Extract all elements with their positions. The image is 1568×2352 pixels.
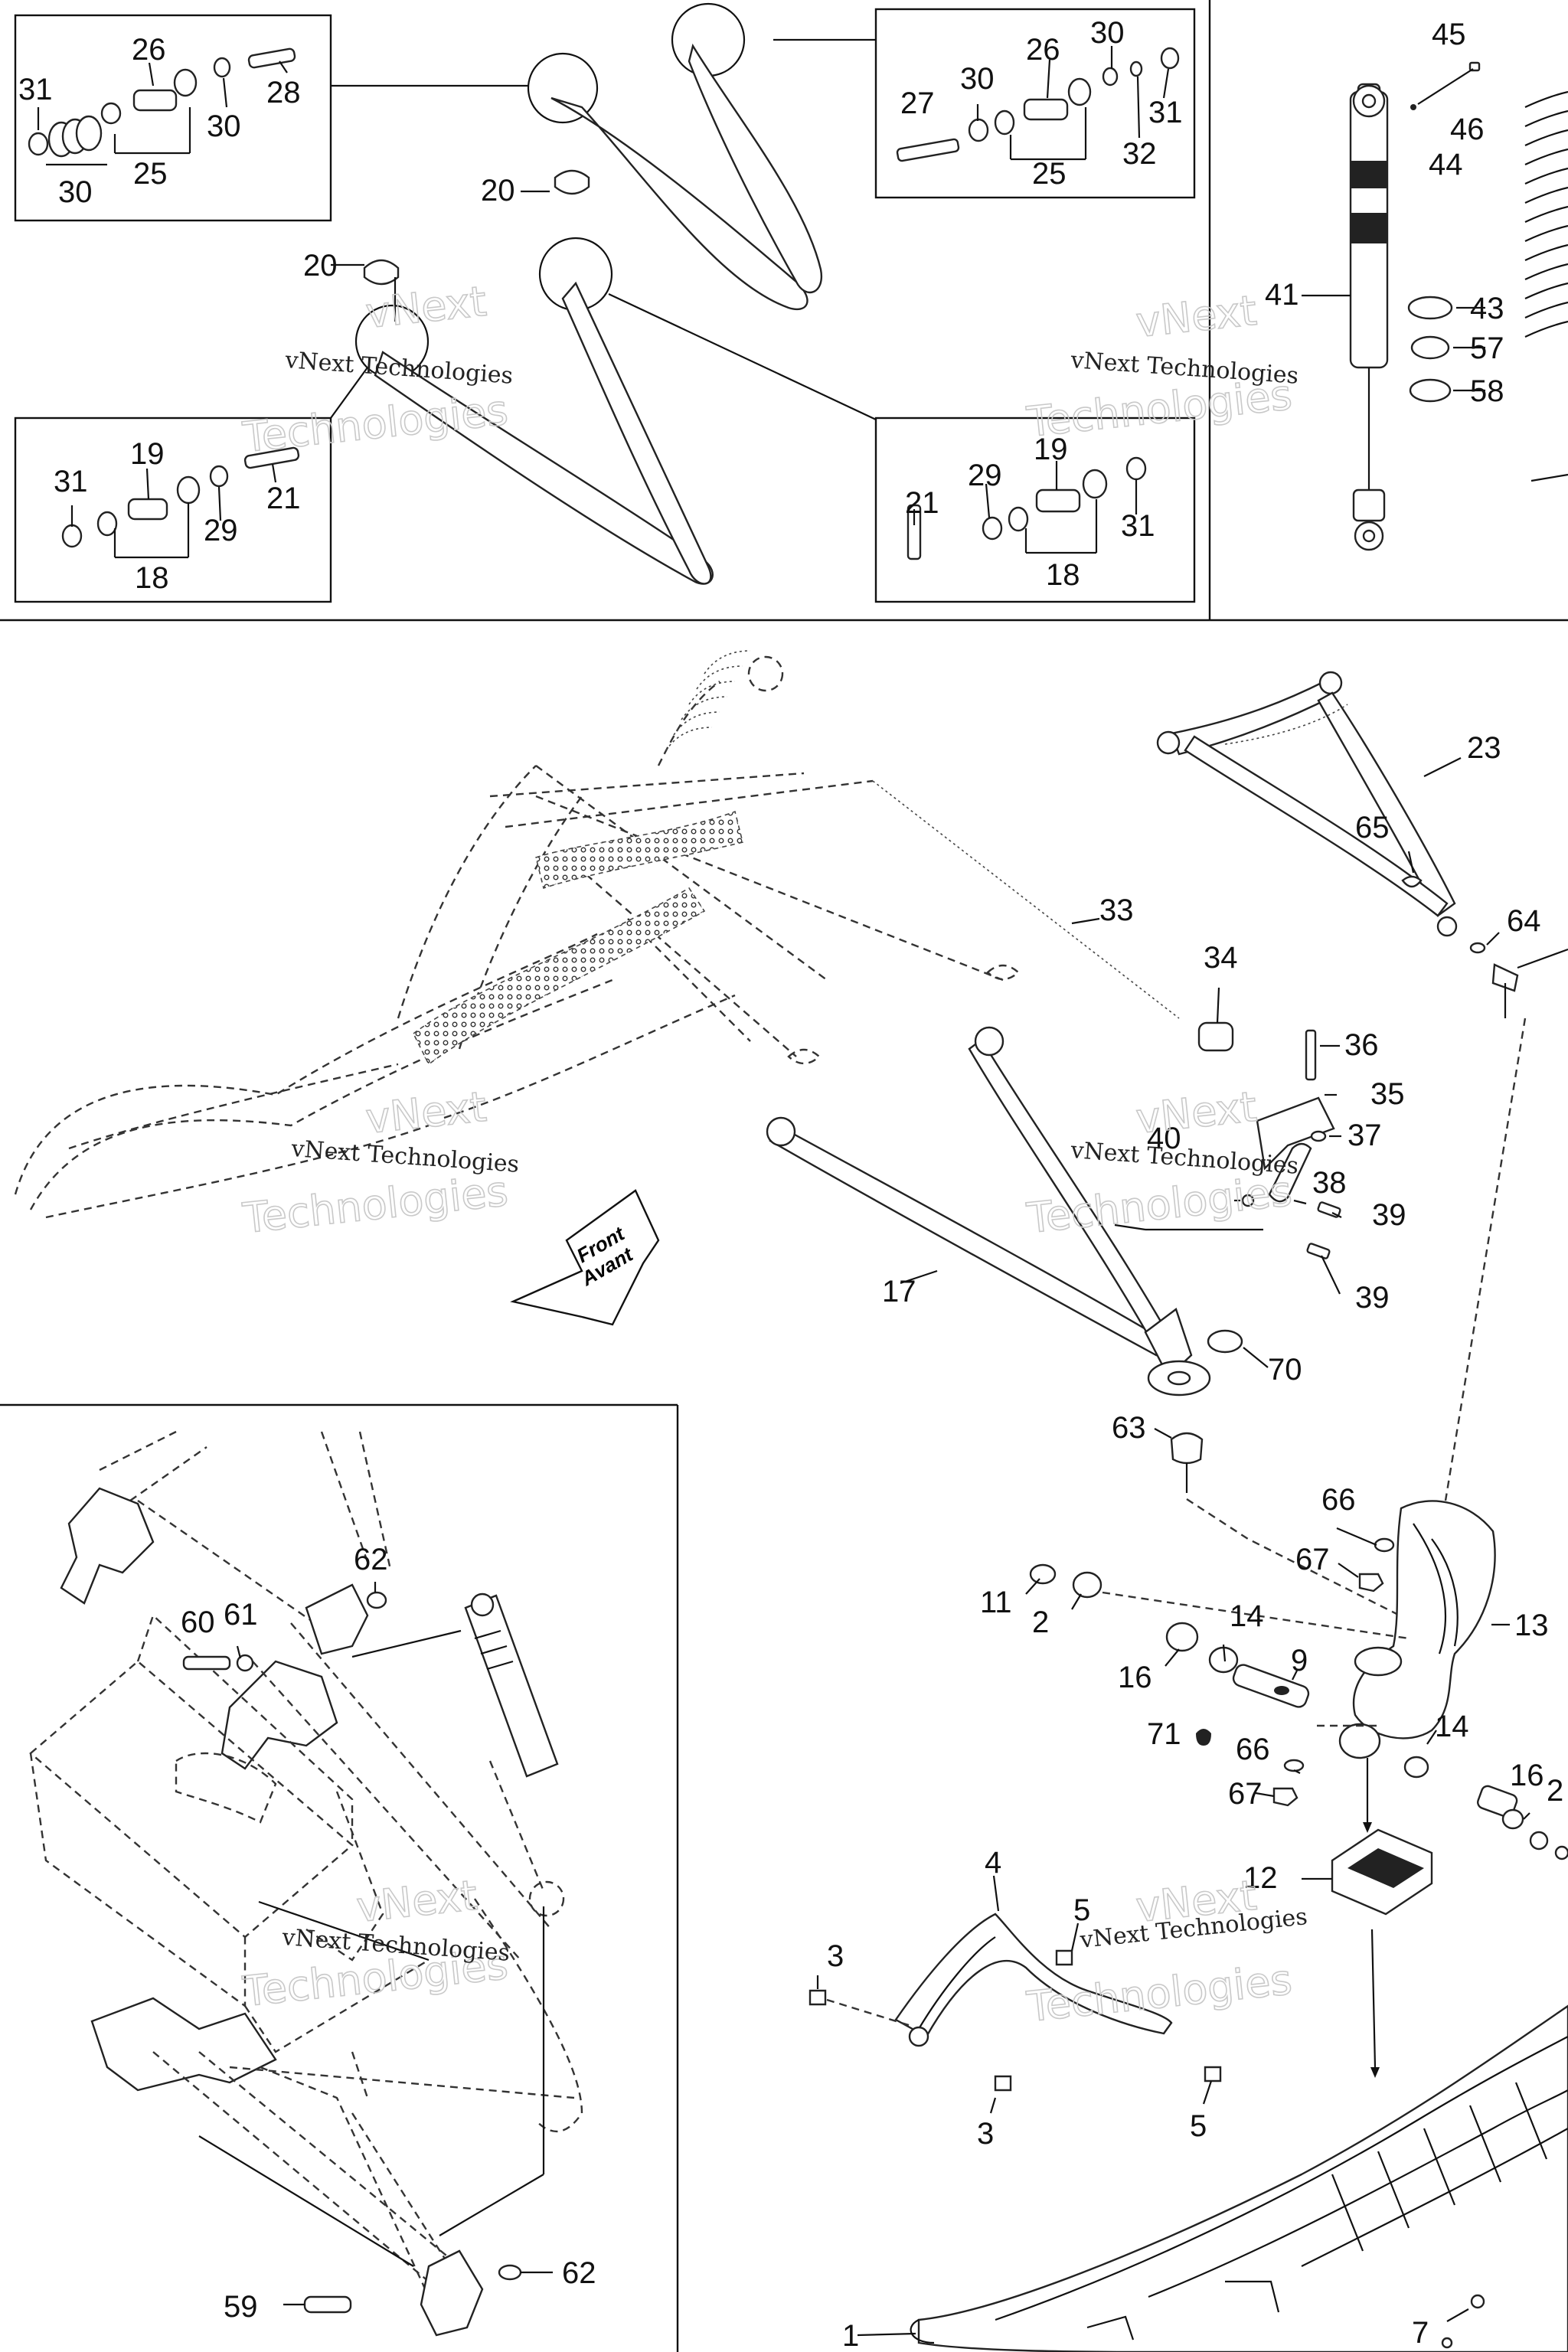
callout-25: 25 [1032, 157, 1067, 191]
detail-box-upper-left [14, 14, 332, 222]
lower-a-arm-detail: 20 [303, 237, 877, 585]
detail-box-mid-right [874, 416, 1196, 603]
callout-26: 26 [132, 33, 166, 67]
callout-5: 5 [1190, 2109, 1207, 2143]
callout-21: 21 [905, 486, 939, 520]
callout-23: 23 [1467, 731, 1501, 765]
callout-30: 30 [207, 109, 241, 143]
front-direction-arrow: Front Avant [510, 1189, 660, 1326]
callout-27: 27 [900, 87, 935, 120]
callout-14: 14 [1230, 1599, 1264, 1633]
callout-46: 46 [1450, 113, 1485, 146]
callout-40: 40 [1147, 1122, 1181, 1155]
callout-2: 2 [1547, 1774, 1563, 1808]
callout-67: 67 [1228, 1777, 1263, 1811]
callout-12: 12 [1243, 1861, 1278, 1895]
callout-16: 16 [1510, 1759, 1544, 1792]
callout-29: 29 [968, 459, 1002, 492]
detail-box-mid-left [14, 416, 332, 603]
callout-45: 45 [1432, 18, 1466, 51]
callout-62: 62 [562, 2256, 596, 2290]
callout-19: 19 [1034, 433, 1068, 466]
callout-41: 41 [1265, 278, 1299, 312]
callout-3: 3 [827, 1939, 844, 1973]
callout-18: 18 [1046, 558, 1080, 592]
watermark-bottom: Technologies [240, 386, 511, 462]
callout-62: 62 [354, 1543, 388, 1576]
callout-63: 63 [1112, 1411, 1146, 1445]
callout-29: 29 [204, 514, 238, 547]
callout-71: 71 [1147, 1717, 1181, 1751]
callout-5: 5 [1073, 1893, 1090, 1927]
callout-2: 2 [1032, 1606, 1049, 1639]
callout-64: 64 [1507, 904, 1541, 938]
callout-38: 38 [1312, 1166, 1347, 1200]
callout-39: 39 [1372, 1198, 1406, 1232]
callout-70: 70 [1268, 1353, 1302, 1387]
ski-assembly [808, 1758, 1568, 2352]
callout-58: 58 [1470, 374, 1504, 408]
callout-30: 30 [1090, 16, 1125, 50]
spindle-13 [1025, 1500, 1568, 1860]
callout-57: 57 [1470, 332, 1504, 365]
callout-26: 26 [1026, 33, 1060, 67]
callout-25: 25 [133, 157, 168, 191]
shock-absorber-detail [1302, 61, 1568, 551]
watermark-top: vNext [364, 277, 488, 338]
callout-31: 31 [1121, 509, 1155, 543]
callout-65: 65 [1355, 811, 1390, 844]
callout-30: 30 [960, 62, 995, 96]
lower-a-arm-17 [766, 987, 1416, 1625]
watermark-text: vNext Technologies [289, 1135, 520, 1178]
callout-59: 59 [224, 2290, 258, 2324]
callout-43: 43 [1470, 292, 1504, 325]
callout-32: 32 [1122, 137, 1157, 171]
callout-18: 18 [135, 561, 169, 595]
watermark-top: vNext [1134, 286, 1259, 347]
callout-4: 4 [985, 1846, 1001, 1880]
callout-28: 28 [266, 76, 301, 109]
callout-19: 19 [130, 437, 165, 471]
callout-66: 66 [1236, 1733, 1270, 1766]
callout-35: 35 [1370, 1077, 1405, 1111]
watermark-top: vNext [1134, 1083, 1259, 1143]
watermark-top: vNext [354, 1871, 479, 1932]
watermark-top: vNext [364, 1083, 488, 1143]
callout-17: 17 [882, 1275, 916, 1308]
callout-3: 3 [977, 2117, 994, 2151]
callout-9: 9 [1291, 1644, 1308, 1677]
callout-1: 1 [842, 2319, 859, 2352]
watermark-bottom: Technologies [240, 1167, 511, 1243]
callout-30: 30 [58, 175, 93, 209]
callout-14: 14 [1435, 1710, 1469, 1743]
upper-a-arm-detail: 20 [331, 2, 876, 311]
callout-16: 16 [1118, 1661, 1152, 1694]
callout-7: 7 [1412, 2316, 1429, 2350]
callout-37: 37 [1348, 1119, 1382, 1152]
callout-67: 67 [1295, 1543, 1330, 1576]
callout-20: 20 [481, 174, 515, 207]
callout-20: 20 [303, 249, 338, 283]
callout-31: 31 [54, 465, 88, 498]
callout-44: 44 [1429, 148, 1463, 181]
callout-60: 60 [181, 1606, 215, 1639]
callout-66: 66 [1321, 1483, 1356, 1517]
callout-21: 21 [266, 482, 301, 515]
callout-39: 39 [1355, 1281, 1390, 1315]
upper-a-arm-23 [1156, 671, 1568, 1018]
callout-11: 11 [980, 1586, 1012, 1619]
detail-box-upper-right [874, 8, 1196, 199]
callout-31: 31 [1148, 96, 1183, 129]
callout-36: 36 [1344, 1028, 1379, 1062]
callout-34: 34 [1204, 941, 1238, 975]
callout-61: 61 [224, 1598, 258, 1632]
callout-13: 13 [1514, 1609, 1549, 1642]
callout-33: 33 [1099, 893, 1134, 927]
chassis-detail [29, 1430, 583, 2337]
suspension-assembly: 33 [14, 650, 1180, 1219]
callout-31: 31 [18, 73, 53, 106]
